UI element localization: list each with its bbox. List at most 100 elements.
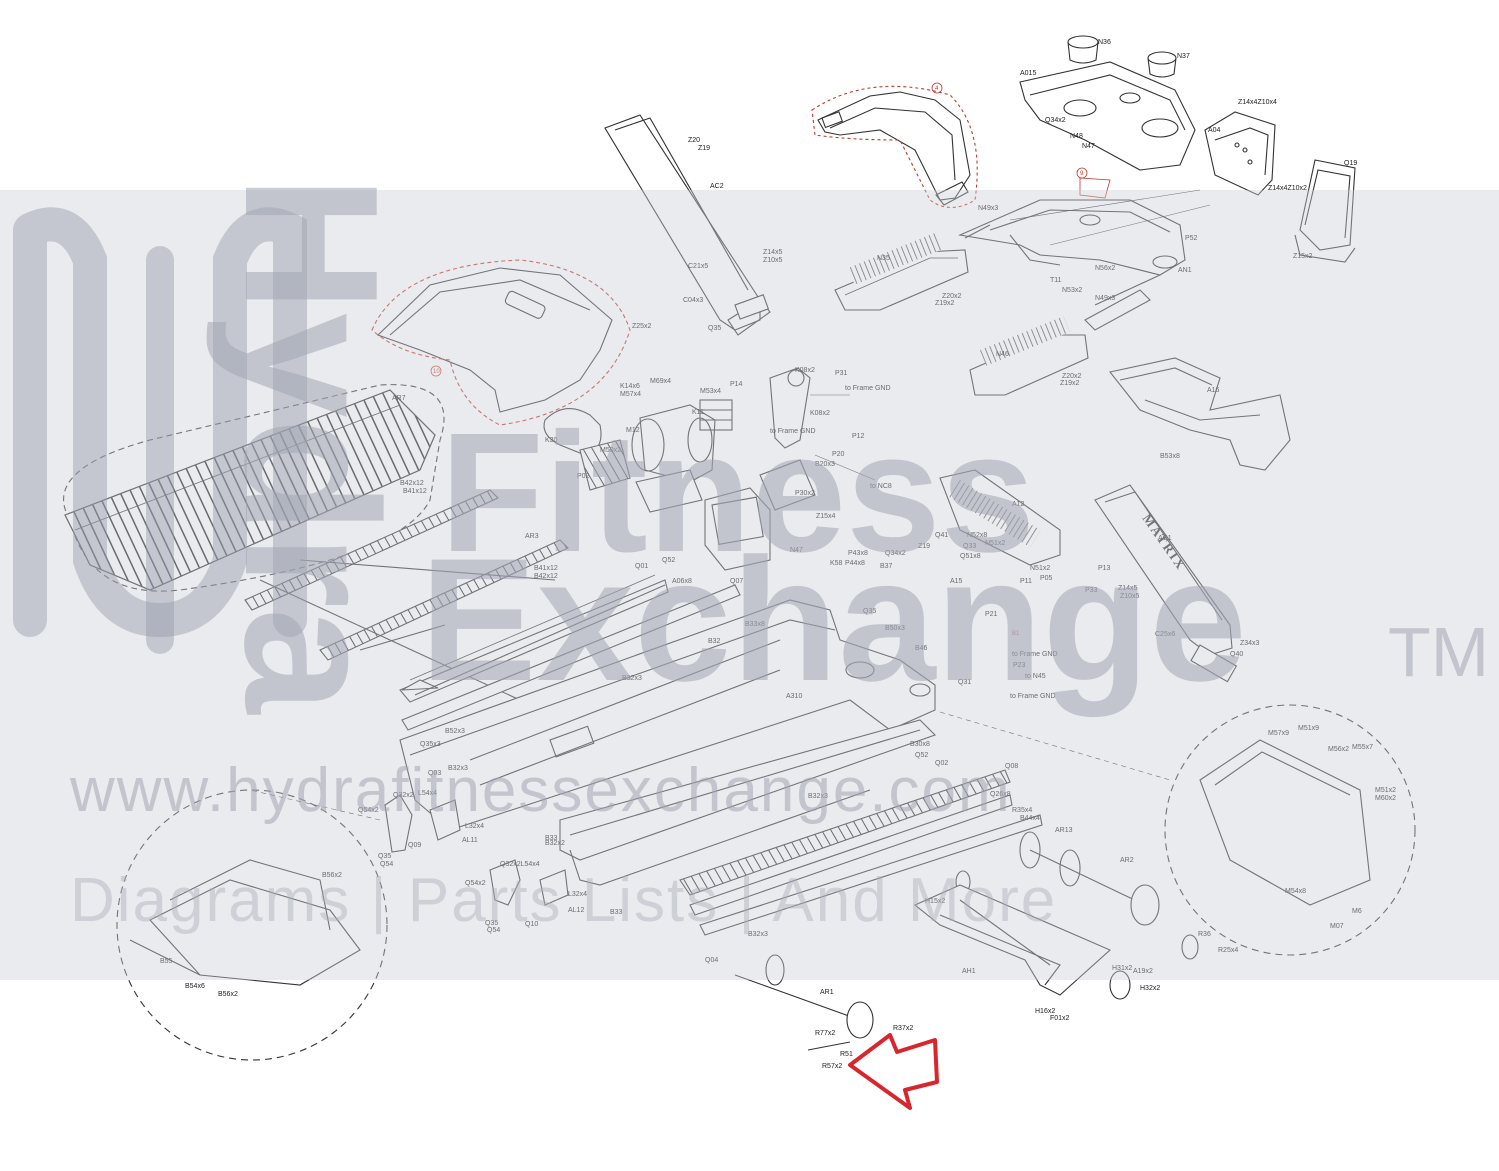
label-m12: M12 (626, 427, 640, 434)
main-frame (399, 599, 937, 886)
label-b32x3: B32x3 (622, 675, 642, 682)
label-z19: Z19 (698, 145, 710, 152)
label-n37: N37 (1177, 53, 1190, 60)
label-a310: A310 (786, 693, 802, 700)
label-b32: B32 (708, 638, 721, 645)
label-b42x12: B42x12 (400, 480, 424, 487)
label-ar3: AR3 (525, 533, 539, 540)
label-b44x4: B44x4 (1020, 815, 1040, 822)
highlight-arrow-icon (848, 1033, 939, 1110)
callout-10: 10 (433, 369, 440, 375)
label-q54x2: Q54x2 (358, 807, 379, 814)
label-q40: Q40 (1230, 651, 1243, 658)
label-q35c: Q35 (485, 920, 498, 927)
label-p11: P11 (1020, 578, 1032, 585)
callout-10-ring (430, 365, 442, 377)
label-to-frame-gnd2: to Frame GND (770, 428, 816, 435)
label-z14x5b: Z14x5 (1118, 585, 1138, 592)
label-k30: K30 (545, 437, 558, 444)
label-m60x2: M60x2 (1375, 795, 1396, 802)
label-n36: N36 (1098, 39, 1111, 46)
label-l54x4: L54x4 (418, 790, 437, 797)
label-h31x2: H31x2 (1112, 965, 1132, 972)
label-p05: P05 (1040, 575, 1053, 582)
label-z15x4: Z15x4 (816, 513, 836, 520)
label-b42x12b: B42x12 (534, 573, 558, 580)
label-l32x4b: L32x4 (568, 891, 587, 898)
callout-4: 4 (935, 86, 939, 92)
label-z20: Z20 (688, 137, 700, 144)
callout-9: 9 (1080, 171, 1084, 177)
console-dashboard (1019, 35, 1196, 171)
label-k08: K08x2 (810, 410, 830, 417)
label-z25x2: Z25x2 (632, 323, 652, 330)
label-q32x2l54x4: Q32x2L54x4 (500, 861, 540, 868)
label-ar13: AR13 (1055, 827, 1073, 834)
label-q31: Q31 (958, 679, 971, 686)
label-q51x8: Q51x8 (960, 553, 981, 560)
label-n35: N35 (877, 255, 890, 262)
label-b32x2: B32x2 (545, 840, 565, 847)
label-p14: P14 (730, 381, 743, 388)
label-ac1: AC1 (1158, 535, 1172, 542)
label-z34x3: Z34x3 (1240, 640, 1260, 647)
label-to-frame-gnd3: to Frame GND (1012, 651, 1058, 658)
label-q35-mid: Q35 (863, 608, 876, 615)
label-m57x4: M57x4 (620, 391, 641, 398)
callout-b1: B1 (1012, 631, 1020, 637)
label-n47-lower: N47 (790, 547, 803, 554)
motor-controller (635, 469, 771, 571)
label-b32x3c: B32x3 (808, 793, 828, 800)
label-q54: Q54 (380, 861, 393, 868)
label-z10x5: Z10x5 (763, 257, 783, 264)
label-c21x5: C21x5 (688, 263, 708, 270)
label-r77x2: R77x2 (815, 1030, 835, 1037)
detail-circle-left (116, 789, 388, 1061)
label-z15x2: Z15x2 (1293, 253, 1313, 260)
label-b54x6: B54x6 (185, 983, 205, 990)
label-b32x3b: B32x3 (448, 765, 468, 772)
handrail-a12 (939, 469, 1061, 566)
label-b50x3: B50x3 (885, 625, 905, 632)
running-belt-ar7 (63, 384, 445, 592)
label-q52: Q52 (662, 557, 675, 564)
label-a06x8: A06x8 (672, 578, 692, 585)
label-m55x7: M55x7 (1352, 744, 1373, 751)
label-b20x3: B20x3 (815, 461, 835, 468)
label-h16x2: H16x2 (1035, 1008, 1055, 1015)
label-t11: T11 (1050, 277, 1062, 284)
label-q07: Q07 (730, 578, 743, 585)
label-p20: P20 (832, 451, 845, 458)
label-n46: N46 (996, 351, 1009, 358)
label-b53x8: B53x8 (1160, 453, 1180, 460)
rear-leg-left (384, 794, 569, 906)
label-h32x2: H32x2 (1140, 985, 1160, 992)
label-z19x2b: Z19x2 (1060, 380, 1080, 387)
label-to-frame-gnd: to Frame GND (845, 385, 891, 392)
handrail-n46 (969, 316, 1089, 396)
label-m54x8: M54x8 (1285, 888, 1306, 895)
label-q09: Q09 (408, 842, 421, 849)
label-r51: R51 (840, 1051, 853, 1058)
label-q41: Q41 (935, 532, 948, 539)
label-to-frame-gnd4: to Frame GND (1010, 693, 1056, 700)
handrail-n35 (834, 232, 969, 311)
label-a16: A16 (1207, 387, 1220, 394)
label-b30x8: B30x8 (910, 741, 930, 748)
label-z19x2: Z19x2 (935, 300, 955, 307)
label-c04x3: C04x3 (683, 297, 703, 304)
label-b56x2b: B56x2 (218, 991, 238, 998)
label-m50x2: M50x2 (600, 447, 621, 454)
label-q52b: Q52 (915, 752, 928, 759)
label-q01: Q01 (635, 563, 648, 570)
label-l32x4: L32x4 (465, 823, 484, 830)
label-h15x2: H15x2 (925, 898, 945, 905)
label-q35x3: Q35x3 (420, 741, 441, 748)
label-q04: Q04 (705, 957, 718, 964)
label-k08x2: K08x2 (795, 367, 815, 374)
drive-motor-m12 (579, 399, 733, 491)
label-q35: Q35 (708, 325, 721, 332)
label-b33b: B33 (610, 909, 623, 916)
label-r35x4: R35x4 (1012, 807, 1032, 814)
label-a19x2: A19x2 (1133, 968, 1153, 975)
